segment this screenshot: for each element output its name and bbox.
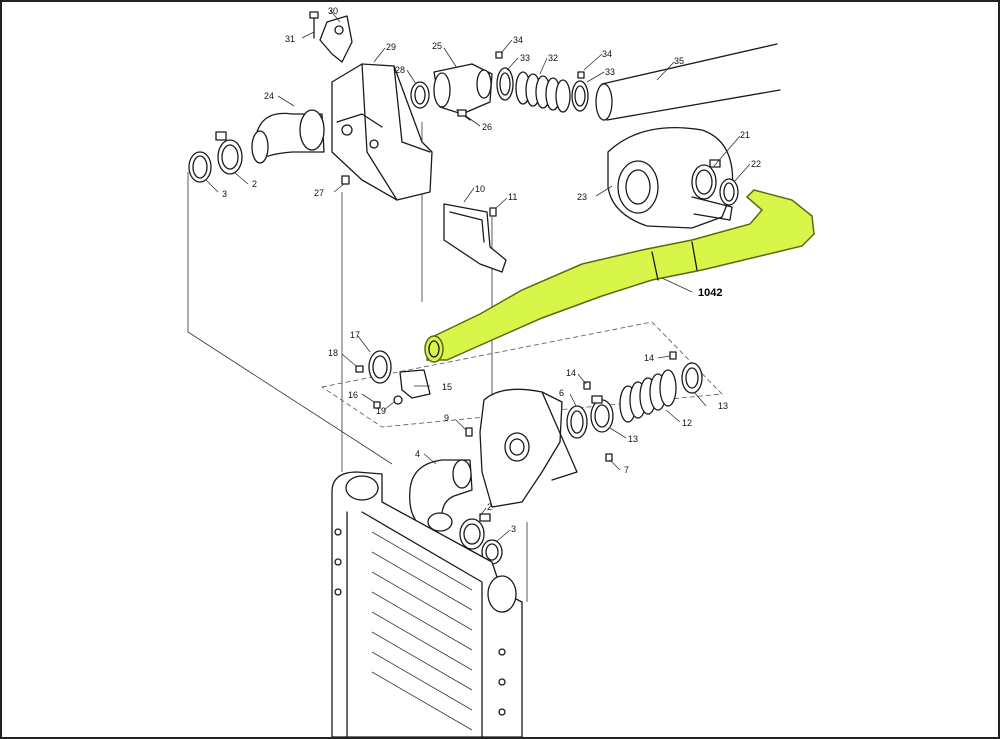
turbocharger-23 — [607, 127, 734, 229]
label-11: 11 — [508, 192, 517, 202]
label-2b: 2 — [487, 502, 492, 512]
label-6: 6 — [559, 388, 564, 398]
label-17: 17 — [350, 330, 360, 340]
bracket-15 — [399, 369, 431, 399]
label-19: 19 — [376, 406, 386, 416]
label-28: 28 — [395, 65, 405, 75]
label-29: 29 — [386, 42, 396, 52]
label-24: 24 — [264, 91, 274, 101]
clamp-33-left — [496, 67, 514, 101]
label-18: 18 — [328, 348, 338, 358]
label-4: 4 — [415, 449, 420, 459]
label-22: 22 — [751, 159, 761, 169]
label-1042: 1042 — [698, 287, 722, 299]
label-3b: 3 — [511, 524, 516, 534]
label-9: 9 — [444, 413, 449, 423]
label-2a: 2 — [252, 179, 257, 189]
label-21: 21 — [740, 130, 750, 140]
label-15: 15 — [442, 382, 452, 392]
hose-12 — [619, 369, 677, 423]
bracket-10 — [443, 203, 507, 273]
label-16: 16 — [348, 390, 358, 400]
ring-22 — [719, 178, 739, 206]
clamp-17 — [368, 350, 392, 384]
clamp-13-left — [590, 395, 614, 433]
label-33a: 33 — [520, 53, 530, 63]
label-13a: 13 — [628, 434, 638, 444]
ring-6 — [566, 405, 588, 439]
ring-28 — [410, 81, 430, 109]
label-12: 12 — [682, 418, 692, 428]
clamp-33-right — [571, 80, 589, 112]
mounting-plate — [479, 388, 578, 508]
elbow-24 — [251, 109, 325, 164]
label-10: 10 — [475, 184, 485, 194]
label-7: 7 — [624, 465, 629, 475]
elbow-4 — [409, 459, 473, 533]
intake-duct-29 — [331, 63, 433, 201]
clamp-2-bottom — [459, 513, 491, 550]
clamp-13-right — [681, 362, 703, 394]
ring-3-top — [188, 151, 212, 183]
label-25: 25 — [432, 41, 442, 51]
label-13b: 13 — [718, 401, 728, 411]
elbow-25 — [433, 63, 493, 121]
label-14a: 14 — [566, 368, 576, 378]
clamp-21 — [691, 159, 721, 200]
label-33b: 33 — [605, 67, 615, 77]
label-3a: 3 — [222, 189, 227, 199]
label-27: 27 — [314, 188, 324, 198]
bolts — [341, 51, 677, 462]
label-26: 26 — [482, 122, 492, 132]
part-labels: 30 31 29 28 25 34 33 32 34 33 35 24 26 2… — [222, 6, 761, 534]
label-32: 32 — [548, 53, 558, 63]
label-35: 35 — [674, 56, 684, 66]
label-14b: 14 — [644, 353, 654, 363]
label-23: 23 — [577, 192, 587, 202]
bracket-30 — [309, 11, 353, 63]
label-34a: 34 — [513, 35, 523, 45]
pipe-35 — [595, 43, 781, 121]
label-31: 31 — [285, 34, 295, 44]
label-30: 30 — [328, 6, 338, 16]
label-34b: 34 — [602, 49, 612, 59]
leader-lines — [205, 9, 751, 543]
hose-32 — [515, 71, 571, 113]
intercooler-hose-1042[interactable] — [424, 189, 815, 363]
intercooler — [331, 471, 523, 737]
clamp-2-top — [215, 131, 243, 175]
